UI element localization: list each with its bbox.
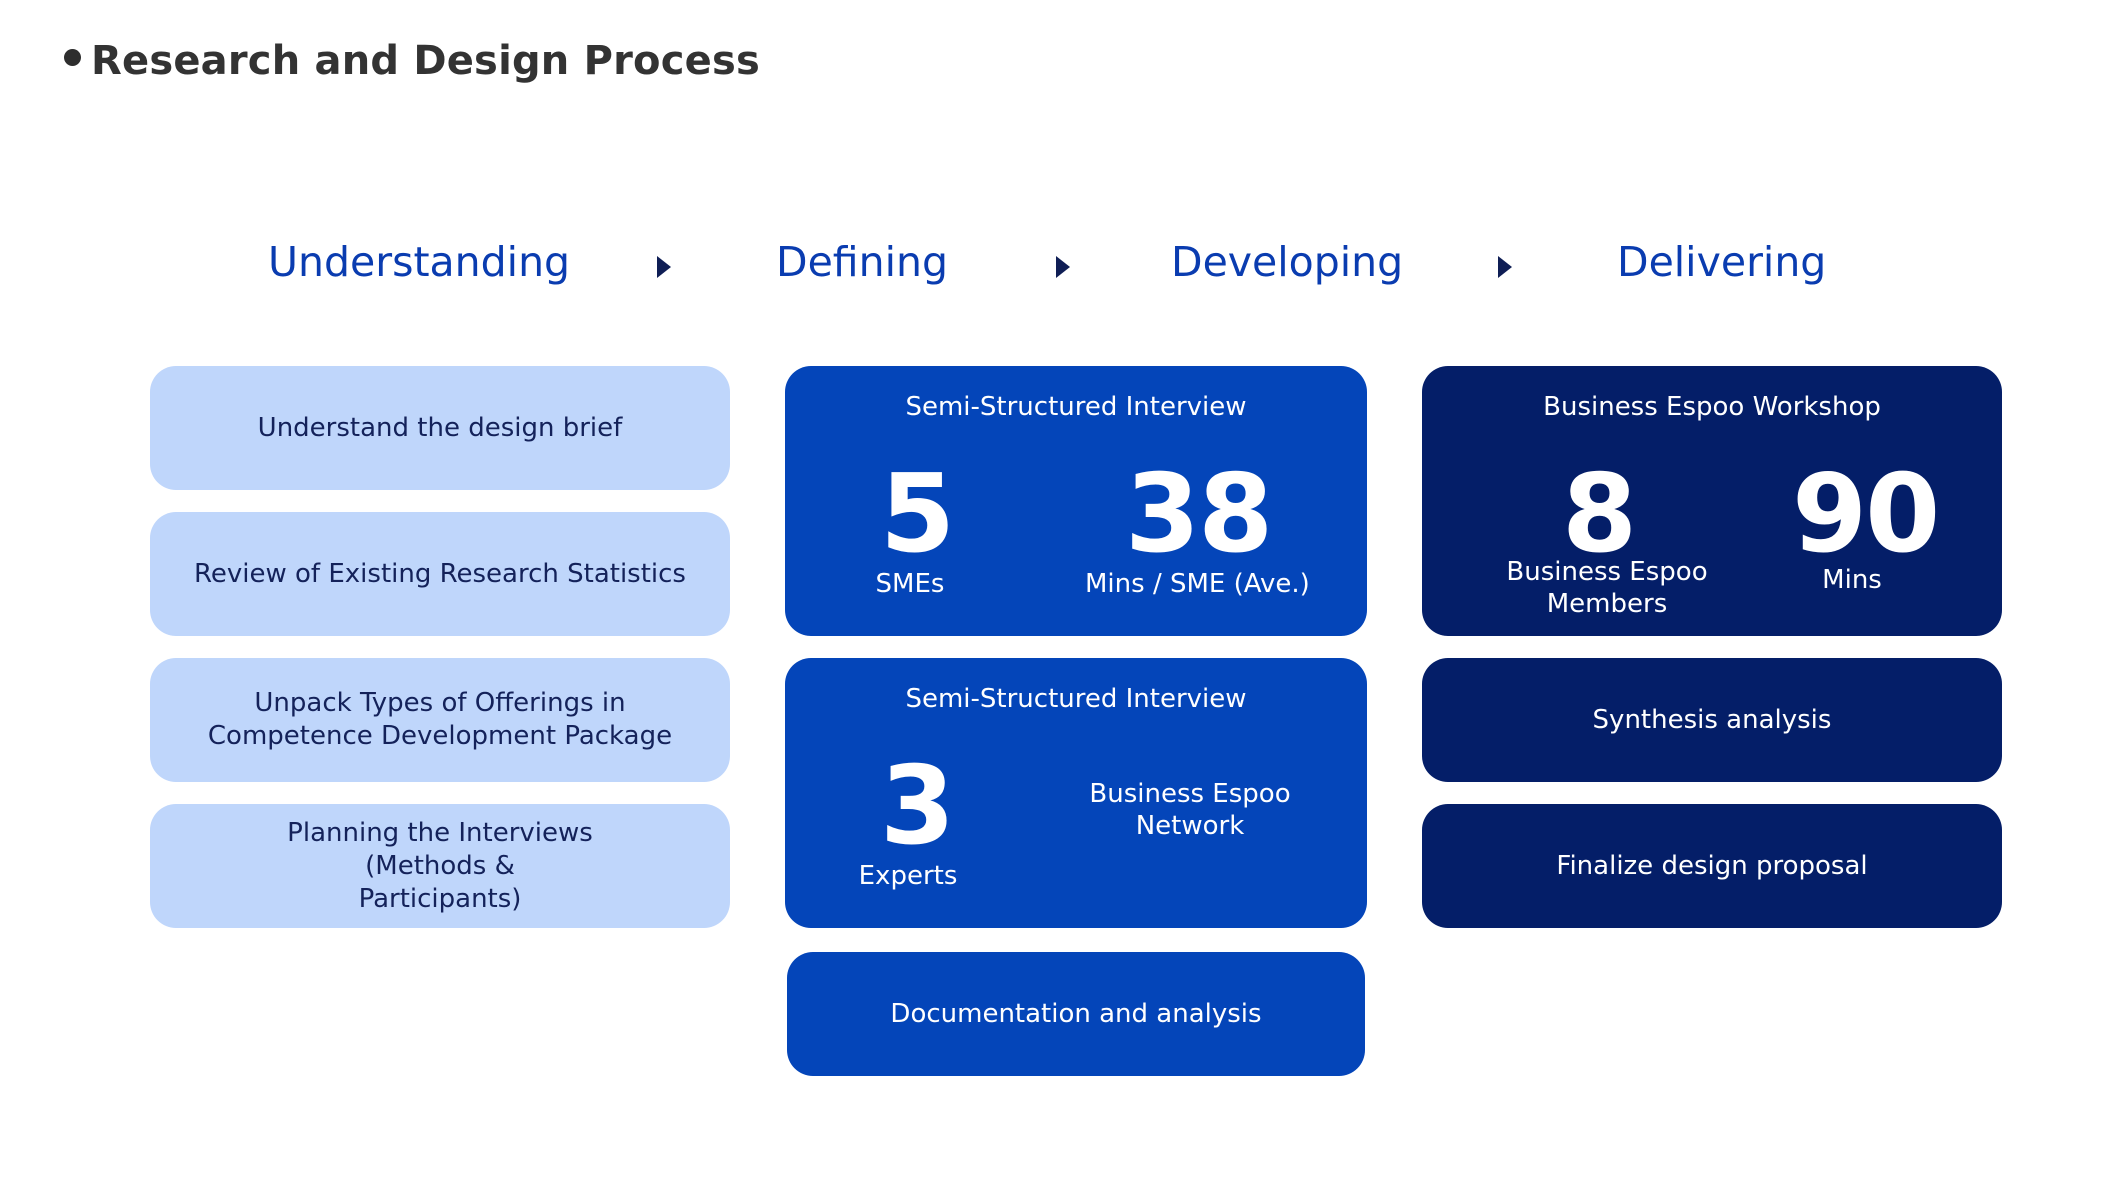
phase-delivering: Delivering — [1617, 238, 1827, 286]
phase-defining: Defining — [776, 238, 949, 286]
understanding-card: Review of Existing Research Statistics — [150, 512, 730, 636]
understanding-card: Planning the Interviews (Methods & Parti… — [150, 804, 730, 928]
stat-label: Experts — [858, 861, 958, 891]
understanding-card: Understand the design brief — [150, 366, 730, 490]
card-label: Unpack Types of Offerings in Competence … — [207, 688, 673, 751]
interview-expert-card: Semi-Structured Interview 3 Experts Busi… — [785, 658, 1367, 928]
card-title: Business Espoo Workshop — [1543, 392, 1881, 422]
stat-label: Mins — [1822, 565, 1882, 595]
card-label: Documentation and analysis — [890, 998, 1262, 1029]
stat-label: Business Espoo Network — [1089, 779, 1291, 841]
card-label: Finalize design proposal — [1556, 850, 1868, 881]
arrow-right-icon — [657, 256, 671, 278]
card-label: Planning the Interviews (Methods & Parti… — [287, 817, 593, 914]
stat-label: Mins / SME (Ave.) — [1085, 569, 1310, 599]
finalize-card: Finalize design proposal — [1422, 804, 2002, 928]
workshop-card: Business Espoo Workshop 8 Business Espoo… — [1422, 366, 2002, 636]
stat-label: SMEs — [875, 569, 945, 599]
stat-value: 8 — [1562, 452, 1637, 577]
card-label: Understand the design brief — [257, 412, 623, 443]
page-title: Research and Design Process — [91, 38, 760, 84]
card-title: Semi-Structured Interview — [905, 684, 1247, 714]
stat-value: 38 — [1125, 452, 1273, 577]
bullet-icon — [64, 48, 81, 66]
understanding-card: Unpack Types of Offerings in Competence … — [150, 658, 730, 782]
card-label: Synthesis analysis — [1592, 704, 1832, 735]
stat-label: Business Espoo Members — [1506, 557, 1708, 619]
phase-understanding: Understanding — [268, 238, 571, 286]
synthesis-card: Synthesis analysis — [1422, 658, 2002, 782]
phase-developing: Developing — [1171, 238, 1404, 286]
documentation-card: Documentation and analysis — [787, 952, 1365, 1076]
stat-value: 90 — [1792, 452, 1940, 577]
card-title: Semi-Structured Interview — [905, 392, 1247, 422]
page-header: Research and Design Process — [64, 38, 760, 84]
stat-value: 5 — [880, 452, 955, 577]
interview-sme-card: Semi-Structured Interview 5 SMEs 38 Mins… — [785, 366, 1367, 636]
card-label: Review of Existing Research Statistics — [194, 558, 686, 589]
arrow-right-icon — [1498, 256, 1512, 278]
arrow-right-icon — [1056, 256, 1070, 278]
stat-value: 3 — [880, 744, 955, 869]
